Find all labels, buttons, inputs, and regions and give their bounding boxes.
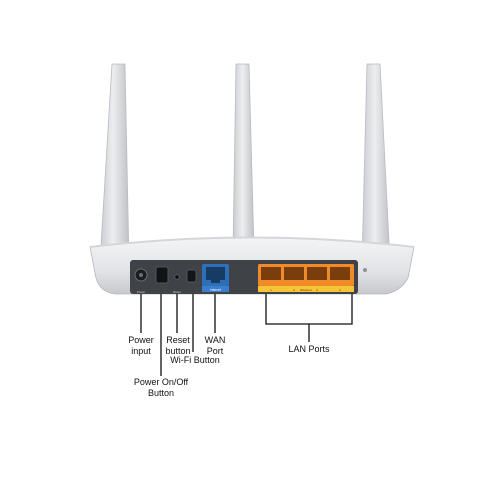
callout-wifi-line1: Wi-Fi Button <box>170 355 220 365</box>
router-top-edge <box>89 236 415 248</box>
callout-power-input-line2: input <box>131 346 151 356</box>
panel-label-lan-2: 2 <box>293 288 295 292</box>
panel-label-lan-4: 4 <box>339 288 341 292</box>
panel-label-reset: Reset <box>173 290 181 294</box>
wan-label-strip <box>202 286 229 292</box>
power-switch <box>155 266 169 284</box>
wifi-button <box>186 269 197 283</box>
callout-wan-line1: WAN <box>204 335 226 345</box>
antenna-center <box>232 63 255 251</box>
callout-power-switch: Power On/Off Button <box>126 377 196 399</box>
callout-lan: LAN Ports <box>280 344 338 355</box>
callout-wifi: Wi-Fi Button <box>168 355 222 366</box>
callout-wan: WAN Port <box>196 335 234 357</box>
panel-label-lan-1: 1 <box>270 288 272 292</box>
leader-lines <box>140 294 353 376</box>
callout-power-input-line1: Power <box>128 335 154 345</box>
panel-label-power: Power <box>137 290 146 294</box>
leader-lan-bracket <box>265 294 353 325</box>
callout-power-input: Power input <box>118 335 164 357</box>
lan-label-strip <box>258 286 354 292</box>
callout-reset-line1: Reset <box>166 335 190 345</box>
callout-power-switch-line2: Button <box>147 388 175 398</box>
callout-reset: Reset button <box>156 335 200 357</box>
antenna-left <box>99 63 130 263</box>
reset-hole <box>174 274 180 280</box>
callout-power-switch-line1: Power On/Off <box>133 377 189 387</box>
antenna-right <box>361 63 391 263</box>
callout-lan-line1: LAN Ports <box>288 344 330 354</box>
panel-label-wan: Internet <box>210 288 221 292</box>
panel-label-ethernet: Ethernet <box>300 288 312 292</box>
panel-label-lan-3: 3 <box>316 288 318 292</box>
callout-reset-line2: button <box>165 346 191 356</box>
callout-wan-line2: Port <box>206 346 224 356</box>
